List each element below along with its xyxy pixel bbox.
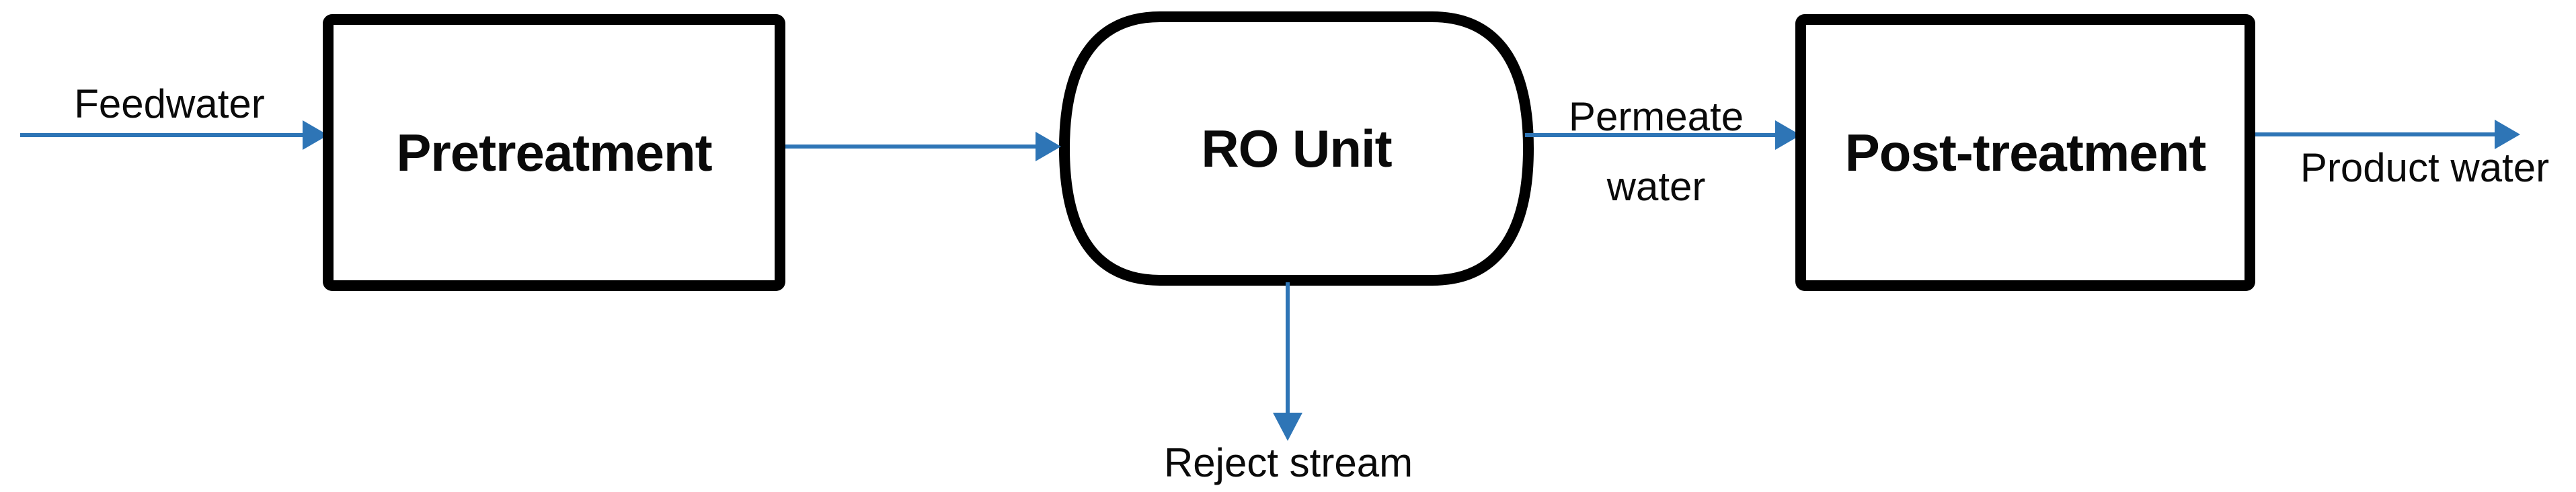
pretreatment-to-ro-arrow [785, 132, 1061, 161]
permeate-water-label: Permeate water [1569, 82, 1744, 222]
permeate-water-label-line2: water [1606, 164, 1706, 209]
product-water-arrow [2255, 120, 2520, 149]
post-treatment-node: Post-treatment [1795, 14, 2255, 291]
reject-stream-arrow [1273, 282, 1302, 441]
permeate-arrow [1525, 120, 1801, 150]
reject-stream-label: Reject stream [1163, 440, 1413, 485]
pretreatment-label: Pretreatment [396, 122, 712, 182]
feedwater-label: Feedwater [74, 81, 265, 126]
pretreatment-node: Pretreatment [323, 14, 785, 291]
product-water-label: Product water [2300, 145, 2550, 190]
feedwater-arrow [20, 120, 328, 150]
post-treatment-label: Post-treatment [1844, 122, 2206, 182]
permeate-water-label-line1: Permeate [1568, 94, 1744, 139]
ro-unit-shape [1059, 11, 1534, 286]
